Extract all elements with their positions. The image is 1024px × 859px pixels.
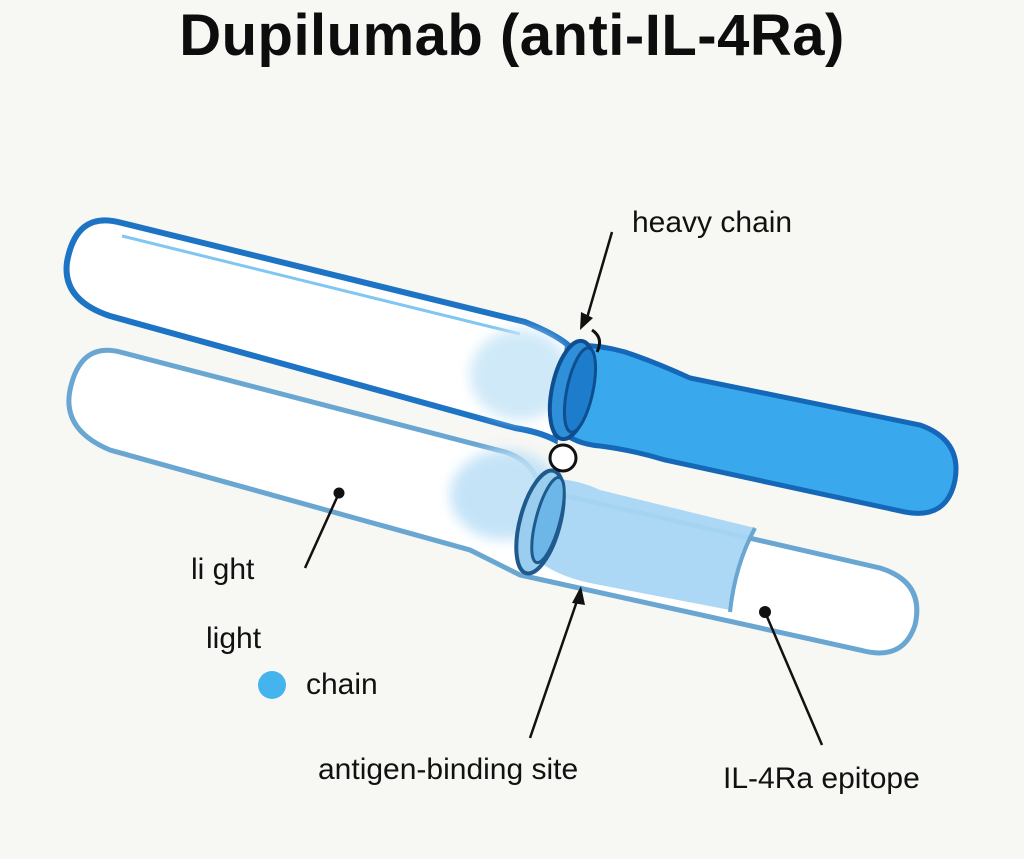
light-chain-label-bottom: light	[206, 622, 262, 655]
heavy-chain-label: heavy chain	[632, 206, 793, 239]
light-chain-pointer-line	[303, 492, 341, 569]
heavy-chain-arrowhead	[580, 312, 593, 330]
legend-dot	[258, 671, 286, 699]
antigen-site-arrowhead	[572, 586, 585, 605]
heavy-chain-blue-section	[557, 342, 959, 516]
light-chain-band-edge	[728, 527, 757, 613]
heavy-chain-glow	[470, 330, 570, 420]
hinge-circle	[548, 443, 578, 473]
antigen-binding-site-label: antigen-binding site	[318, 753, 579, 786]
heavy-chain-upper-rod	[63, 217, 572, 445]
heavy-chain-arrow-line	[585, 231, 614, 319]
diagram-title: Dupilumab (anti-IL-4Ra)	[179, 3, 845, 68]
heavy-chain-ring-tick	[591, 328, 602, 353]
epitope-pointer-line	[763, 611, 824, 746]
heavy-chain-ring-inner	[562, 346, 598, 434]
light-chain-label-top: li ght	[191, 553, 255, 586]
heavy-chain-inner-highlight	[121, 234, 521, 336]
legend-chain-label: chain	[306, 668, 378, 701]
antigen-site-arrow-line	[528, 597, 580, 739]
light-chain-ring-inner	[530, 475, 566, 565]
epitope-label: IL-4Ra epitope	[723, 762, 920, 795]
light-chain-band	[540, 479, 755, 610]
